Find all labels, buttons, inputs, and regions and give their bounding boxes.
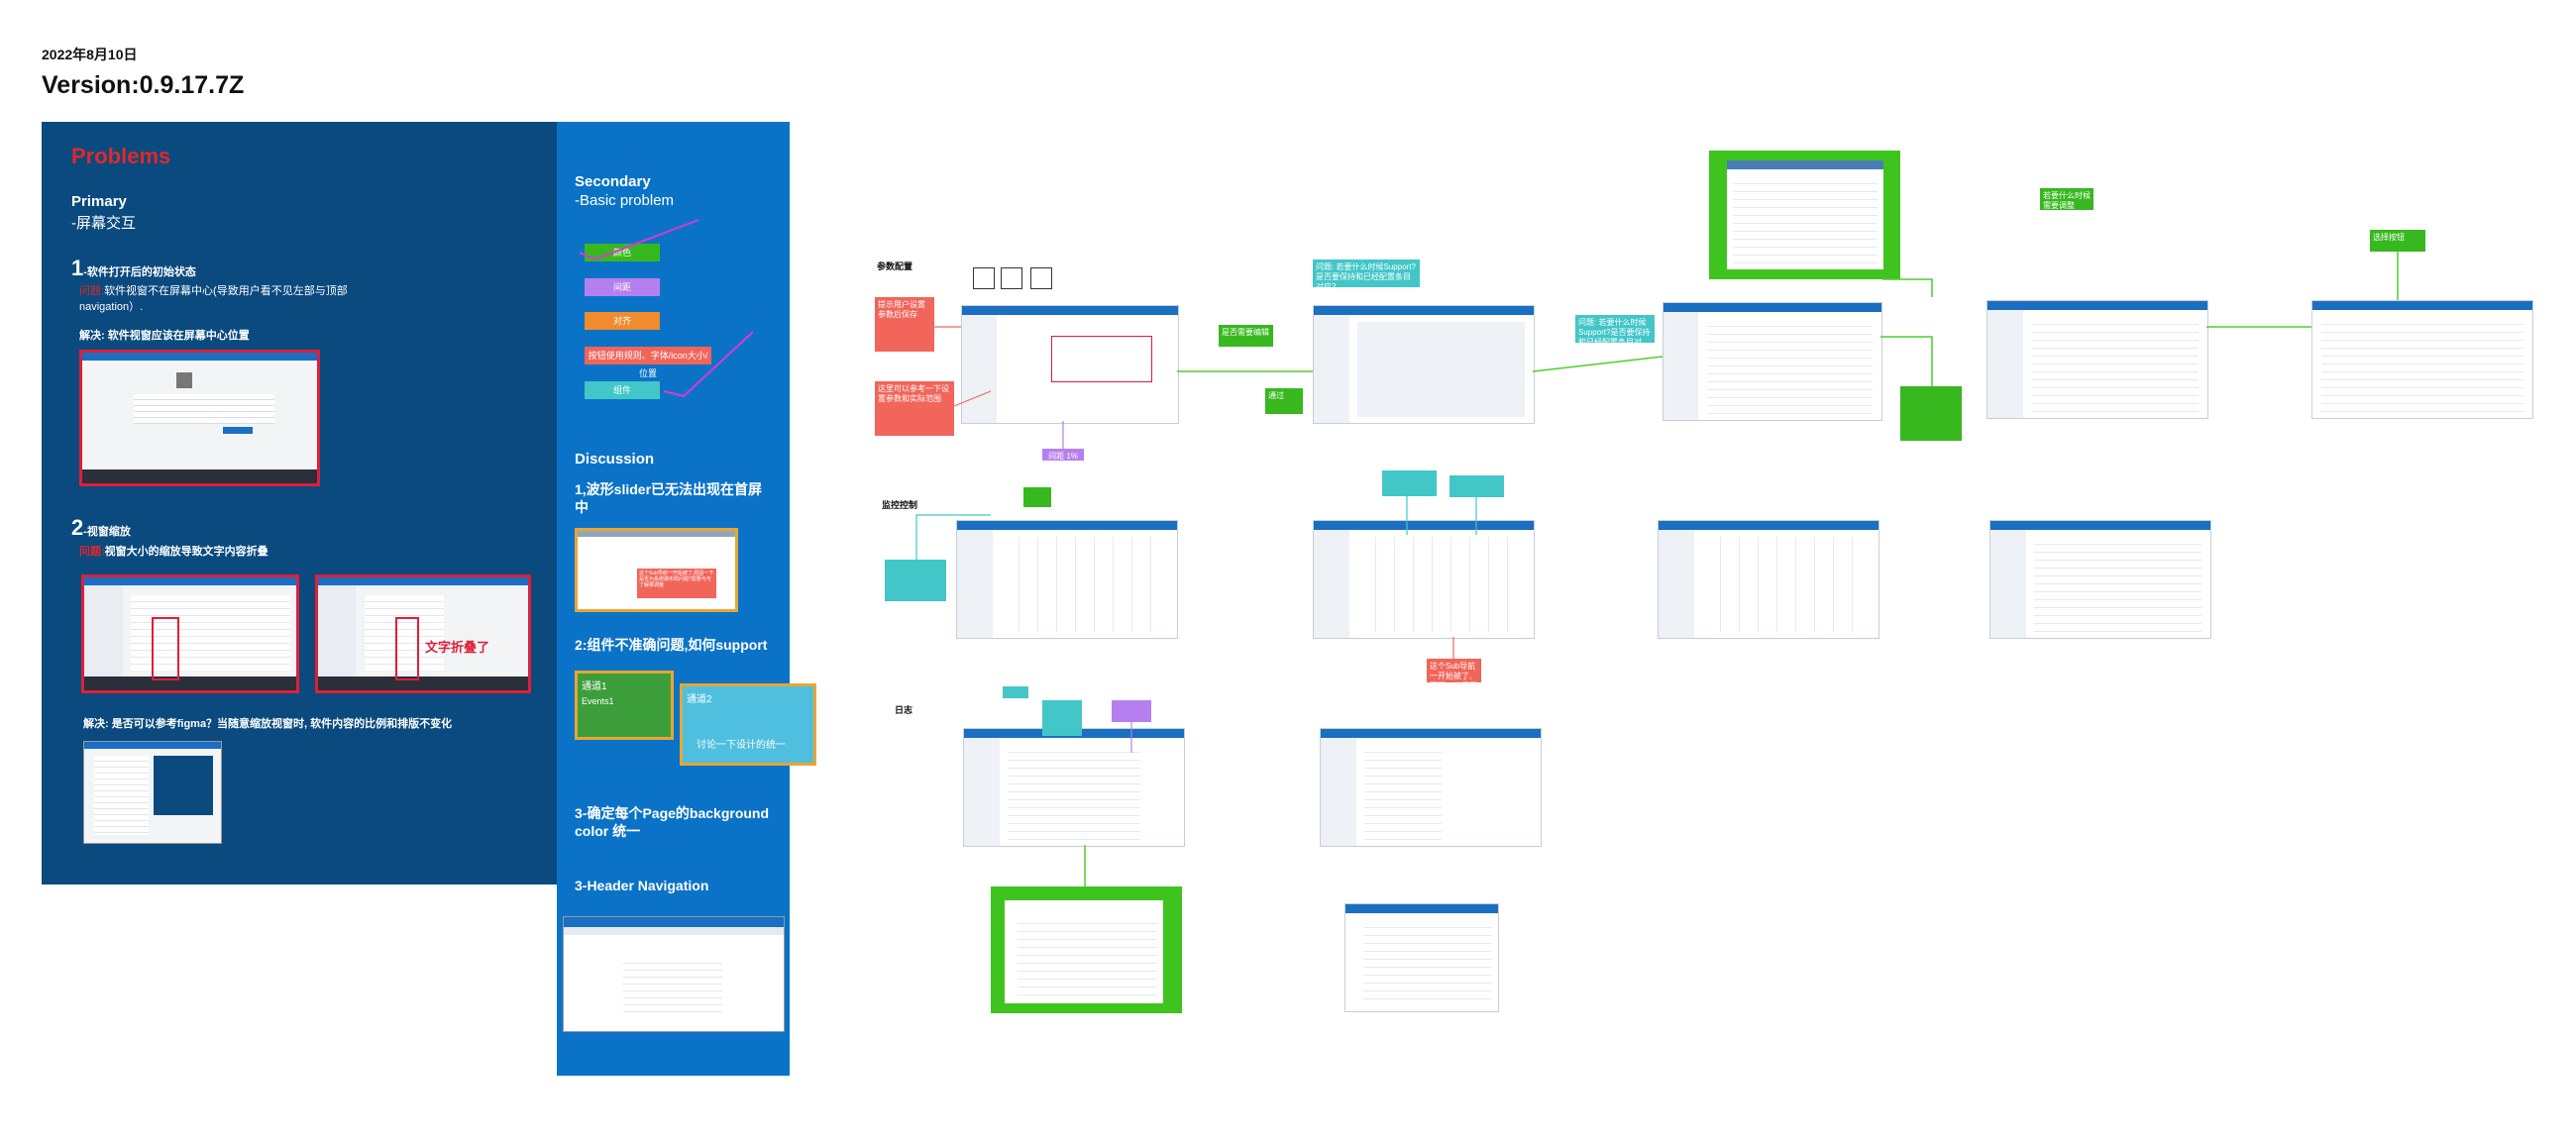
note-teal-3 bbox=[885, 560, 946, 601]
section-label-monitor: 监控控制 bbox=[882, 500, 918, 510]
problem-2-issue: 问题:视窗大小的缩放导致文字内容折叠 bbox=[79, 543, 268, 559]
primary-label: Primary bbox=[71, 193, 127, 210]
note-teal-6 bbox=[1042, 700, 1082, 736]
discussion-1: 1,波形slider已无法出现在首屏中 bbox=[575, 481, 763, 515]
discussion-label: Discussion bbox=[575, 451, 655, 468]
date-label: 2022年8月10日 bbox=[42, 47, 138, 62]
chip-button-rules: 按钮使用规则、字体/icon大小/位置 bbox=[585, 347, 711, 378]
frame-log-2 bbox=[1320, 728, 1542, 847]
problem-1-solution: 解决: 软件视窗应该在屏幕中心位置 bbox=[79, 330, 250, 342]
note-green-3: 若要什么时候需要调整 bbox=[2040, 188, 2093, 210]
problem-1-issue-text: 软件视窗不在屏幕中心(导致用户看不见左部与顶部navigation）. bbox=[79, 285, 348, 313]
frame-monitor-2 bbox=[1313, 520, 1535, 639]
note-teal-7 bbox=[1003, 686, 1028, 698]
discussion-1-screenshot: 这个Sub导航一开始被了,原因一下是否为系统做布局问题?需要与与了解那调整 bbox=[575, 528, 738, 612]
problem-2-issue-prefix: 问题: bbox=[79, 546, 105, 558]
section-label-log: 日志 bbox=[895, 705, 913, 715]
problem-2-title: -视窗缩放 bbox=[83, 526, 131, 538]
placeholder-square-1 bbox=[973, 267, 995, 289]
note-green-frame bbox=[1900, 386, 1962, 441]
chip-align: 对齐 bbox=[585, 312, 660, 330]
frame-monitor-1 bbox=[956, 520, 1178, 639]
placeholder-square-3 bbox=[1030, 267, 1052, 289]
note-teal-4 bbox=[1382, 470, 1437, 496]
note-green-5 bbox=[1023, 487, 1051, 507]
note-purple: 间距 1% bbox=[1042, 449, 1084, 461]
discussion-2: 2:组件不准确问题,如何support bbox=[575, 637, 768, 653]
primary-sub: -屏幕交互 bbox=[71, 215, 136, 232]
problem-2-heading: 2-视窗缩放 bbox=[71, 515, 131, 541]
chip-component: 组件 bbox=[585, 381, 660, 399]
problem-1-issue: 问题:软件视窗不在屏幕中心(导致用户看不见左部与顶部navigation）. bbox=[79, 283, 367, 315]
discussion-2-card-2: 通道2 讨论一下设计的统一 bbox=[680, 683, 816, 766]
document-icon bbox=[175, 372, 192, 388]
frame-log-detail-highlight bbox=[991, 886, 1182, 1013]
problem-2-screenshot-b: 文字折叠了 bbox=[315, 574, 531, 693]
frame-config-3 bbox=[1663, 302, 1882, 421]
frame-config-popup-highlight bbox=[1709, 151, 1900, 279]
placeholder-square-2 bbox=[1001, 267, 1022, 289]
problem-2-issue-text: 视窗大小的缩放导致文字内容折叠 bbox=[104, 546, 268, 558]
note-green-1: 是否需要编辑 bbox=[1219, 325, 1273, 347]
frame-log-1 bbox=[963, 728, 1185, 847]
discussion-4-screenshot bbox=[563, 916, 785, 1032]
problem-1-number: 1 bbox=[71, 256, 84, 280]
note-teal-2: 问题: 若要什么时候Support?是否要保持和已经配置条目对应? bbox=[1575, 315, 1655, 357]
note-green-2: 通过 bbox=[1265, 388, 1303, 414]
problem-1-heading: 1-软件打开后的初始状态 bbox=[71, 256, 196, 281]
discussion-4: 3-Header Navigation bbox=[575, 878, 709, 893]
problem-1-issue-prefix: 问题: bbox=[79, 285, 105, 297]
note-salmon-2: 这里可以参考一下设置参数和实际范围 bbox=[875, 381, 954, 436]
note-green-4: 选择按钮 bbox=[2370, 230, 2425, 252]
problems-title: Problems bbox=[71, 144, 171, 168]
problem-1-title: -软件打开后的初始状态 bbox=[83, 266, 196, 278]
note-teal-1: 问题: 若要什么时候Support?是否要保持和已经配置条目对应? bbox=[1313, 260, 1420, 291]
discussion-3: 3-确定每个Page的background color 统一 bbox=[575, 805, 770, 839]
problem-2-figma-screenshot bbox=[83, 741, 222, 844]
frame-config-1 bbox=[961, 305, 1179, 424]
frame-config-5 bbox=[2311, 300, 2533, 419]
discussion-1-note: 这个Sub导航一开始被了,原因一下是否为系统做布局问题?需要与与了解那调整 bbox=[637, 569, 716, 598]
problem-2-number: 2 bbox=[71, 515, 84, 540]
action-button bbox=[223, 427, 254, 434]
problem-2-screenshot-a bbox=[81, 574, 299, 693]
secondary-label: Secondary bbox=[575, 173, 651, 190]
frame-config-4 bbox=[1986, 300, 2208, 419]
frame-monitor-3 bbox=[1658, 520, 1879, 639]
section-label-config: 参数配置 bbox=[877, 261, 913, 271]
note-salmon-1: 提示用户设置参数后保存 bbox=[875, 297, 934, 352]
version-label: Version:0.9.17.7Z bbox=[42, 71, 245, 99]
frame-log-detail bbox=[1344, 903, 1499, 1012]
note-teal-5 bbox=[1449, 475, 1504, 497]
note-purple-2 bbox=[1112, 700, 1151, 722]
text-fold-callout: 文字折叠了 bbox=[425, 640, 490, 655]
chip-spacing: 间距 bbox=[585, 278, 660, 296]
frame-monitor-4 bbox=[1989, 520, 2211, 639]
frame-config-2 bbox=[1313, 305, 1535, 424]
note-salmon-3: 这个Sub导航一开始被了,原因一下是否为系统做布局问题 bbox=[1427, 659, 1481, 710]
secondary-sub: -Basic problem bbox=[575, 192, 675, 209]
problem-2-solution: 解决: 是否可以参考figma？当随意缩放视窗时, 软件内容的比例和排版不变化 bbox=[83, 718, 453, 730]
discussion-2-card-1: 通道1 Events1 bbox=[575, 671, 674, 740]
problem-1-screenshot bbox=[79, 350, 320, 486]
